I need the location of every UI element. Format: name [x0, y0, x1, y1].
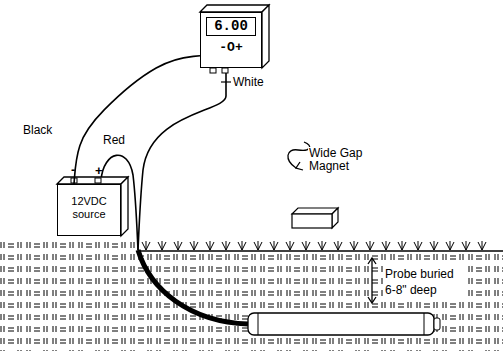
- grass-tuft: [238, 241, 246, 250]
- grass-tuft: [270, 241, 278, 250]
- box-top: [57, 177, 128, 184]
- magnet-label: Wide Gap Magnet: [308, 147, 368, 173]
- grass: [142, 241, 486, 250]
- grass-tuft: [174, 241, 182, 250]
- meter-reading: 6.00: [206, 17, 256, 36]
- white-wire: [138, 72, 226, 250]
- grass-tuft: [462, 241, 470, 250]
- grass-tuft: [142, 241, 150, 250]
- grass-tuft: [222, 241, 230, 250]
- probe-cable: [138, 250, 248, 324]
- battery-label: 12VDC source: [61, 189, 117, 221]
- grass-tuft: [478, 241, 486, 250]
- grass-tuft: [286, 241, 294, 250]
- black-wire: [74, 56, 200, 184]
- wire-label: White: [232, 76, 265, 89]
- ground-surface: [138, 250, 503, 252]
- grass-tuft: [382, 241, 390, 250]
- box-faces: [57, 5, 269, 236]
- grass-tuft: [430, 241, 438, 250]
- meter-polarity: -O+: [204, 40, 258, 55]
- wire-label: Red: [102, 134, 126, 147]
- probe-depth-label: Probe buried 6-8" deep: [384, 266, 468, 298]
- grass-tuft: [254, 241, 262, 250]
- grass-tuft: [334, 241, 342, 250]
- terminal: [95, 178, 101, 183]
- grass-tuft: [398, 241, 406, 250]
- grass-tuft: [318, 241, 326, 250]
- grass-tuft: [366, 241, 374, 250]
- wire-tick: [221, 81, 231, 82]
- voltmeter: 6.00 -O+: [200, 12, 262, 68]
- arrowhead: [296, 162, 303, 170]
- grass-tuft: [158, 241, 166, 250]
- depth-arrow: [368, 258, 376, 303]
- terminal: [210, 68, 216, 73]
- magnet: [292, 208, 338, 228]
- grass-tuft: [190, 241, 198, 250]
- grass-tuft: [206, 241, 214, 250]
- grass-tuft: [446, 241, 454, 250]
- box-top: [200, 5, 269, 12]
- soil: [0, 242, 503, 351]
- terminal-sign: +: [94, 164, 104, 177]
- box-side: [262, 5, 269, 68]
- grass-tuft: [302, 241, 310, 250]
- battery-box: 12VDC source: [57, 184, 121, 236]
- probe: [248, 313, 440, 335]
- box-side: [121, 177, 128, 236]
- grass-tuft: [350, 241, 358, 250]
- terminal-sign: -: [70, 163, 76, 176]
- wire-label: Black: [22, 124, 53, 137]
- terminal: [222, 68, 228, 73]
- grass-tuft: [414, 241, 422, 250]
